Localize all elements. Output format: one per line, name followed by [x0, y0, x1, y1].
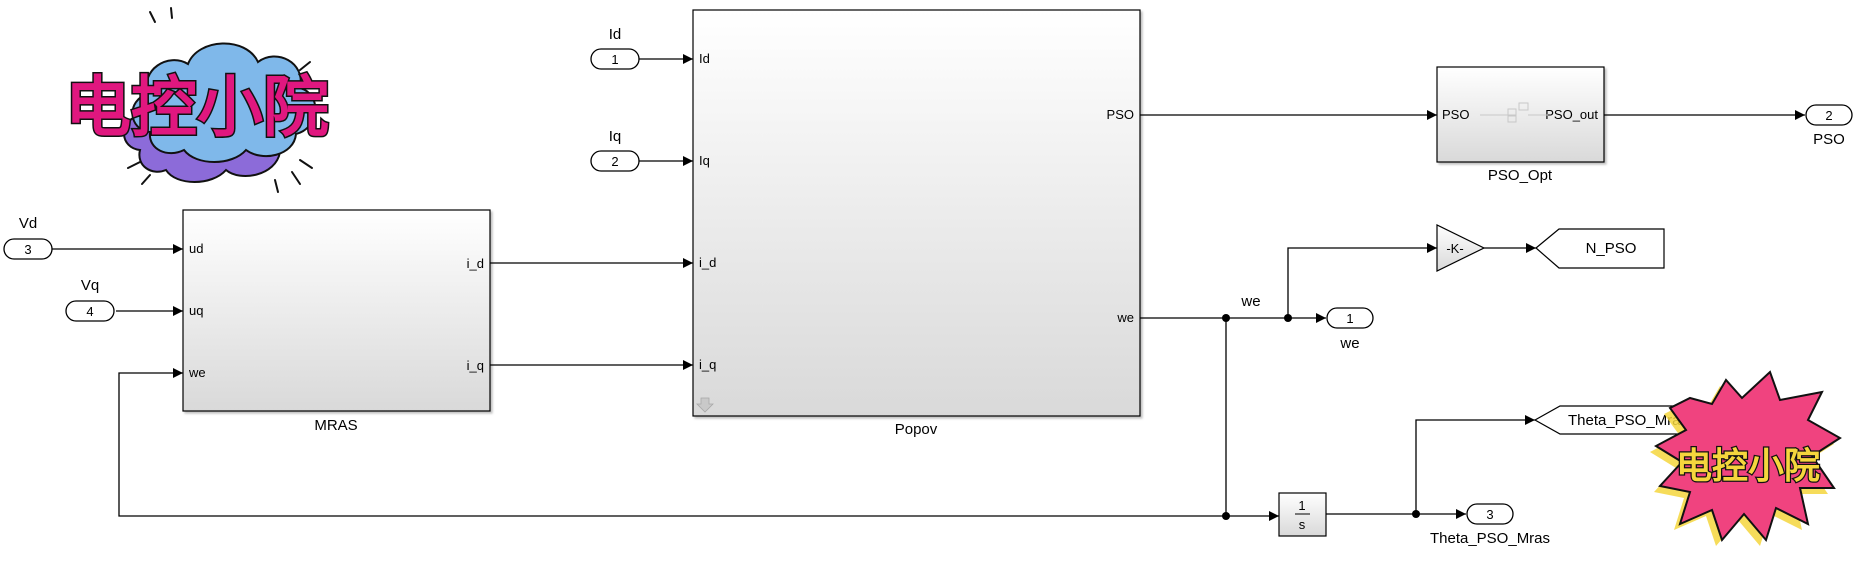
signal-label-we: we — [1240, 293, 1260, 310]
branch-point — [1222, 512, 1230, 520]
outport-number: 2 — [1825, 108, 1832, 123]
pso-opt-port-in: PSO — [1442, 107, 1469, 122]
gain-block[interactable]: -K- — [1436, 224, 1486, 272]
outport-label: PSO — [1813, 131, 1845, 148]
popov-block[interactable]: Id Iq i_d i_q PSO we — [692, 9, 1141, 417]
inport-number: 2 — [611, 154, 618, 169]
integrator-block[interactable]: 1 s — [1278, 492, 1327, 537]
pso-opt-block[interactable]: PSO PSO_out — [1436, 66, 1605, 163]
inport-2[interactable]: 2 Iq — [590, 128, 640, 172]
inport-number: 4 — [86, 304, 93, 319]
popov-port-we: we — [1116, 310, 1134, 325]
signal-lines — [44, 54, 1805, 521]
inport-1[interactable]: 1 Id — [590, 26, 640, 70]
integrator-numerator: 1 — [1298, 498, 1305, 513]
outport-label: Theta_PSO_Mras — [1430, 530, 1550, 547]
pso-opt-port-out: PSO_out — [1545, 107, 1598, 122]
goto-tag-label: N_PSO — [1586, 240, 1637, 257]
inport-label: Id — [609, 26, 622, 43]
outport-we[interactable]: 1 we — [1326, 307, 1374, 352]
cloud-sparkle-icon — [127, 7, 315, 193]
line-theta-to-goto[interactable] — [1415, 415, 1535, 514]
mras-port-uq: uq — [189, 303, 203, 318]
cloud-blue-icon — [131, 42, 317, 163]
popov-block-name: Popov — [895, 421, 938, 438]
gain-value: -K- — [1446, 241, 1463, 256]
popov-port-i-d: i_d — [699, 255, 716, 270]
branch-point — [1284, 314, 1292, 322]
watermark-cloud-logo: 电控小院 — [64, 7, 331, 193]
inport-4[interactable]: 4 Vq — [65, 277, 115, 322]
popov-port-i-q: i_q — [699, 357, 716, 372]
watermark-text: 电控小院 — [65, 69, 329, 146]
outport-number: 3 — [1486, 507, 1493, 522]
branch-point — [1412, 510, 1420, 518]
goto-tag-theta[interactable]: Theta_PSO_Mras — [1533, 405, 1694, 435]
outport-theta[interactable]: 3 Theta_PSO_Mras — [1430, 503, 1550, 547]
outport-pso[interactable]: 2 PSO — [1805, 104, 1853, 148]
inport-label: Iq — [609, 128, 622, 145]
mras-block[interactable]: ud uq we i_d i_q — [182, 209, 491, 412]
down-arrow-icon[interactable] — [696, 397, 714, 413]
popov-port-id: Id — [699, 51, 710, 66]
goto-tag-label: Theta_PSO_Mras — [1568, 412, 1688, 429]
inport-number: 3 — [24, 242, 31, 257]
mras-port-i-q: i_q — [467, 358, 484, 373]
inport-label: Vq — [81, 277, 99, 294]
starburst-icon — [1653, 370, 1842, 543]
outport-number: 1 — [1346, 311, 1353, 326]
mras-port-ud: ud — [189, 241, 203, 256]
popov-port-iq: Iq — [699, 153, 710, 168]
inport-number: 1 — [611, 52, 618, 67]
integrator-denominator: s — [1299, 517, 1306, 532]
branch-point — [1222, 314, 1230, 322]
goto-tag-n-pso[interactable]: N_PSO — [1535, 228, 1665, 269]
mras-port-i-d: i_d — [467, 256, 484, 271]
inport-3[interactable]: 3 Vd — [3, 215, 53, 260]
pso-opt-block-name: PSO_Opt — [1488, 167, 1553, 184]
popov-port-pso: PSO — [1107, 107, 1134, 122]
mras-block-name: MRAS — [314, 417, 357, 434]
line-we-to-gain[interactable] — [1287, 243, 1437, 318]
watermark-starburst-logo: 电控小院 — [1650, 370, 1842, 546]
outport-label: we — [1339, 335, 1359, 352]
subsystem-icon — [1480, 102, 1548, 123]
mras-port-we: we — [188, 365, 206, 380]
inport-label: Vd — [19, 215, 37, 232]
watermark-text: 电控小院 — [1676, 446, 1820, 487]
